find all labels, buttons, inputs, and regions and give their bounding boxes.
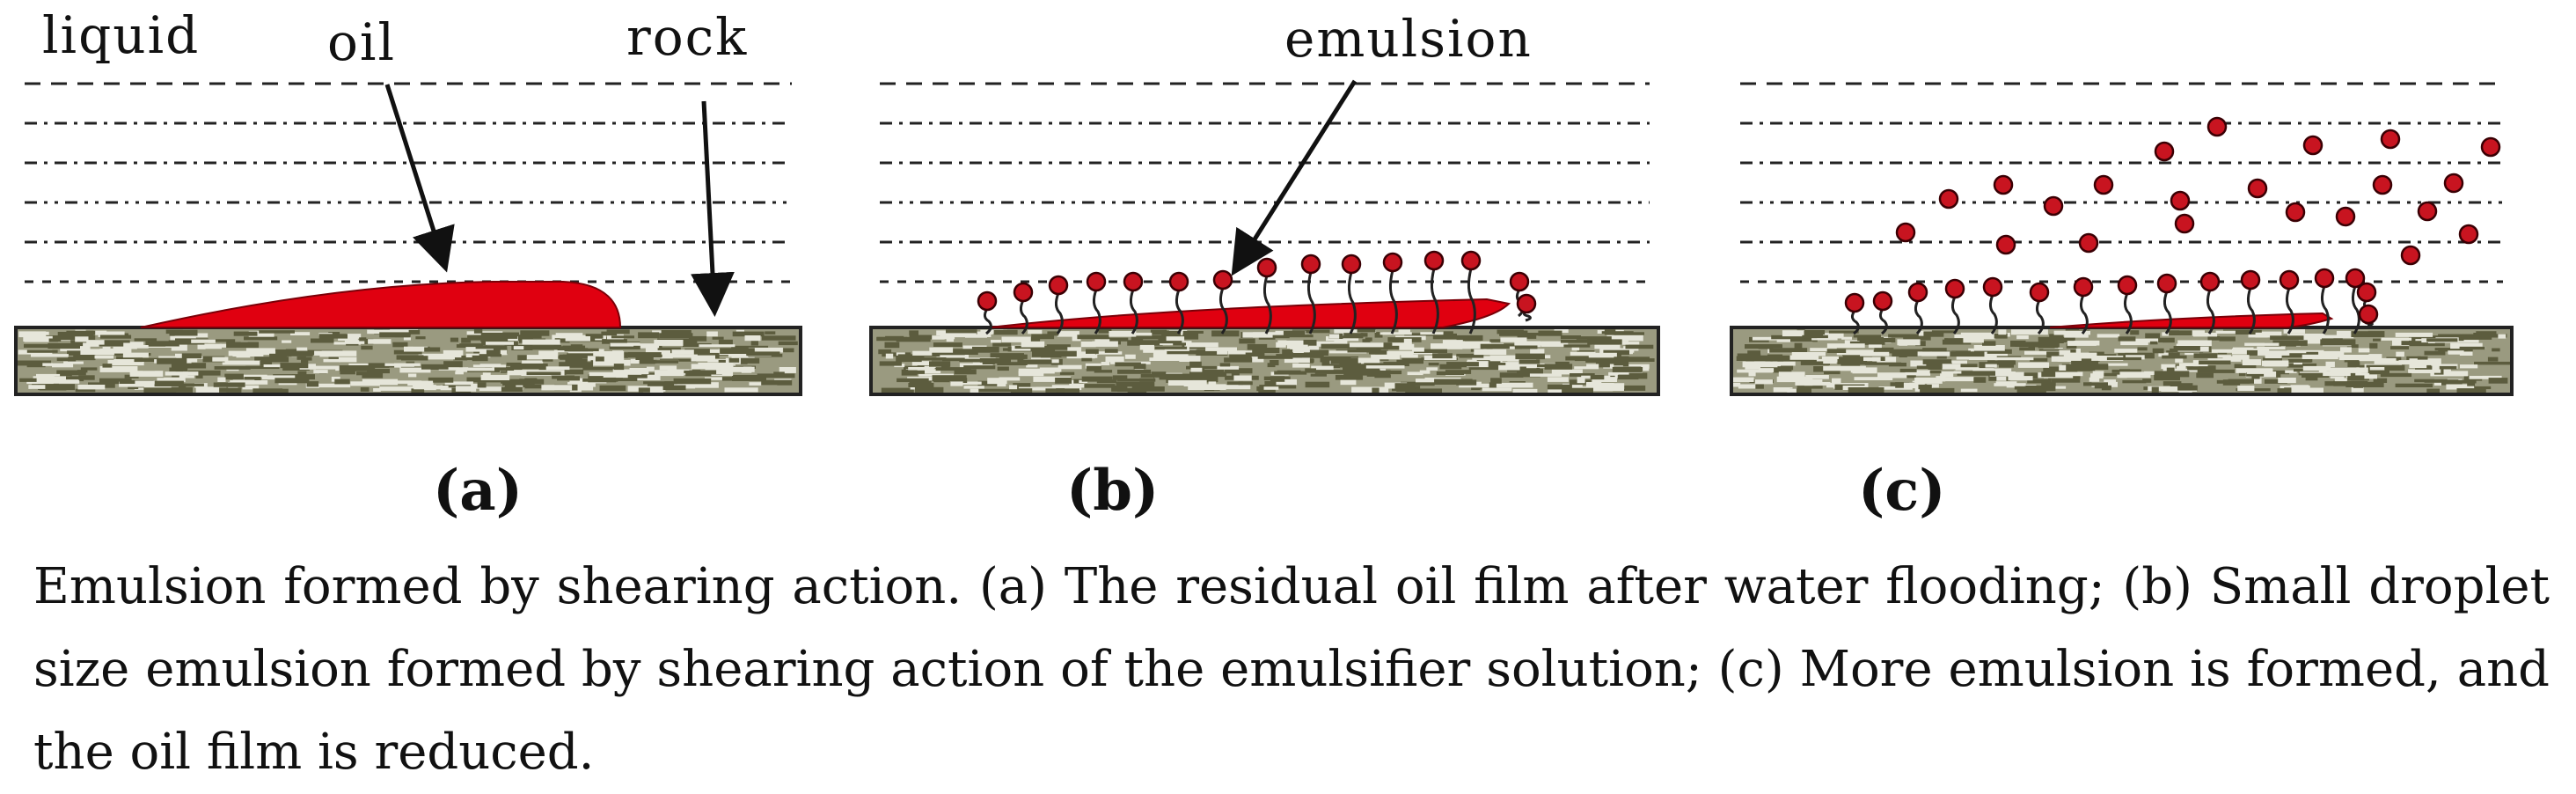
emulsion-droplet — [1341, 254, 1362, 335]
emulsion-droplet — [1938, 188, 1959, 210]
emulsion-arrow — [1231, 79, 1358, 276]
emulsion-droplet — [1895, 222, 1916, 243]
pointer-arrows — [384, 79, 1358, 317]
emulsion-droplet — [2417, 201, 2438, 222]
emulsion-droplet — [1086, 271, 1107, 335]
emulsion-droplet — [2029, 282, 2050, 335]
oil-arrow — [384, 84, 455, 273]
emulsion-droplet — [1944, 278, 1965, 335]
panel-b-label: (b) — [1066, 458, 1160, 524]
emulsion-droplet — [1516, 293, 1537, 322]
emulsion-droplet — [2170, 190, 2191, 211]
emulsion-droplet — [1995, 234, 2016, 255]
panel-c-drawing — [1730, 82, 2514, 396]
liquid-label: liquid — [42, 5, 201, 65]
emulsion-droplet — [2345, 268, 2366, 335]
emulsion-droplet — [2247, 178, 2268, 199]
figure-caption: Emulsion formed by shearing action. (a) … — [33, 558, 2550, 781]
emulsion-droplet — [2199, 271, 2221, 335]
emulsion-droplet — [2335, 206, 2356, 227]
oil-film — [140, 281, 622, 328]
emulsion-droplet — [2043, 195, 2064, 217]
emulsion-droplet — [2443, 173, 2464, 194]
emulsion-droplet — [1460, 250, 1482, 335]
emulsion-diagram — [14, 79, 2514, 396]
emulsion-droplet — [2240, 269, 2261, 335]
oil-film — [2049, 312, 2334, 328]
emulsion-droplet — [1982, 276, 2003, 335]
emulsion-droplet — [2358, 304, 2379, 327]
emulsion-droplet — [1382, 252, 1403, 335]
oil-label: oil — [327, 12, 397, 72]
rock-layer — [869, 326, 1660, 396]
rock-label: rock — [626, 7, 749, 67]
emulsion-droplet — [2480, 136, 2501, 158]
emulsion-droplet — [1423, 250, 1445, 335]
emulsion-droplet — [2314, 268, 2335, 335]
emulsion-droplet — [2400, 245, 2421, 266]
emulsion-droplet — [2078, 232, 2099, 254]
emulsion-droplet — [2073, 276, 2094, 335]
panel-b-drawing — [869, 82, 1660, 396]
emulsion-droplet — [977, 290, 998, 335]
panel-c-label: (c) — [1858, 458, 1946, 524]
emulsion-droplet — [1844, 292, 1865, 335]
rock-layer — [14, 326, 802, 396]
emulsion-droplet — [2117, 275, 2138, 335]
emulsion-droplet — [1907, 282, 1928, 335]
emulsion-droplet — [1168, 271, 1189, 335]
emulsion-droplet — [2156, 273, 2177, 335]
emulsion-droplet — [2372, 174, 2393, 195]
emulsion-droplet — [2458, 224, 2479, 245]
emulsion-droplet — [1993, 174, 2014, 195]
emulsion-droplet — [2279, 269, 2300, 335]
panel-a-drawing — [14, 82, 802, 396]
emulsion-droplet — [2093, 174, 2114, 195]
emulsion-droplet — [1013, 282, 1034, 335]
emulsion-droplet — [1872, 290, 1893, 335]
emulsion-droplet — [2206, 116, 2228, 137]
panel-a-label: (a) — [433, 458, 523, 524]
emulsion-label: emulsion — [1284, 9, 1533, 69]
oil-film — [989, 298, 1511, 328]
rock-layer — [1730, 326, 2514, 396]
emulsion-droplet — [2380, 129, 2401, 150]
emulsion-droplet — [1048, 275, 1069, 335]
emulsion-droplet — [2302, 135, 2324, 156]
rock-arrow — [690, 100, 735, 317]
emulsion-droplet — [1123, 271, 1144, 335]
emulsion-droplet — [2154, 141, 2175, 162]
emulsion-droplet — [2174, 213, 2195, 234]
emulsion-droplet — [1212, 269, 1233, 335]
emulsion-droplet — [1300, 254, 1321, 335]
emulsion-droplet — [2285, 202, 2306, 223]
